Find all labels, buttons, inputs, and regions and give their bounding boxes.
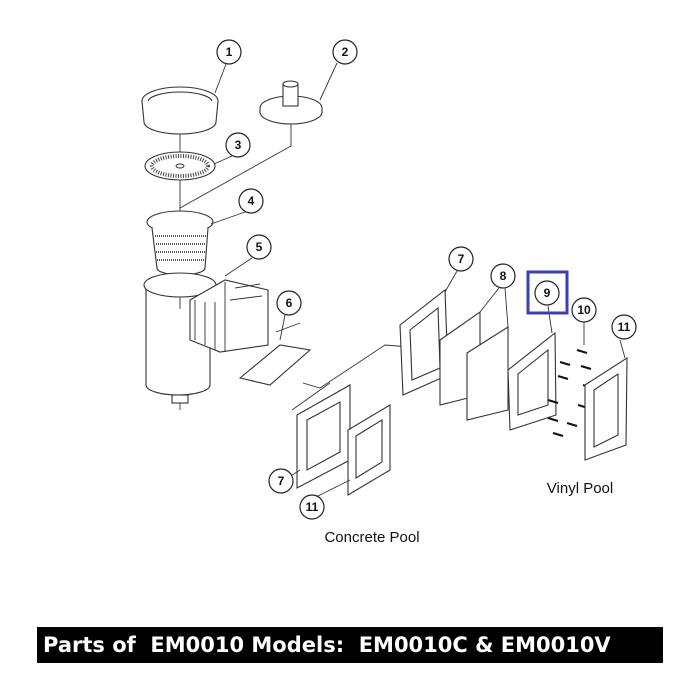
callout-7-concrete: 7 bbox=[268, 468, 294, 494]
callout-3: 3 bbox=[225, 132, 251, 158]
part-1-collar bbox=[141, 86, 219, 135]
part-8-gaskets bbox=[439, 310, 509, 421]
svg-text:11: 11 bbox=[306, 500, 319, 514]
callout-11-vinyl: 11 bbox=[611, 314, 637, 340]
callout-6: 6 bbox=[276, 290, 302, 316]
svg-text:8: 8 bbox=[500, 269, 507, 283]
svg-text:5: 5 bbox=[256, 240, 263, 254]
part-6-weir-door bbox=[238, 322, 312, 386]
vinyl-pool-label: Vinyl Pool bbox=[547, 480, 613, 497]
callout-11-concrete: 11 bbox=[299, 494, 325, 520]
vinyl-part-7-faceplate bbox=[399, 288, 449, 396]
callout-4: 4 bbox=[238, 188, 264, 214]
svg-text:7: 7 bbox=[458, 252, 465, 266]
part-9-mounting-plate bbox=[507, 331, 557, 431]
svg-text:2: 2 bbox=[342, 45, 349, 59]
svg-text:3: 3 bbox=[235, 138, 242, 152]
concrete-part-11-cover bbox=[347, 404, 391, 496]
caption-bar: Parts of EM0010 Models: EM0010C & EM0010… bbox=[37, 627, 663, 663]
highlight-box-part-9 bbox=[526, 270, 569, 315]
part-3-basket-lid bbox=[144, 151, 216, 181]
svg-text:9: 9 bbox=[544, 286, 551, 300]
svg-text:11: 11 bbox=[618, 320, 631, 334]
callout-9: 9 bbox=[534, 280, 560, 306]
callout-1: 1 bbox=[216, 39, 242, 65]
svg-text:6: 6 bbox=[286, 296, 293, 310]
callout-5: 5 bbox=[246, 234, 272, 260]
concrete-part-7-faceplate bbox=[296, 384, 351, 489]
svg-text:1: 1 bbox=[226, 45, 233, 59]
svg-text:7: 7 bbox=[278, 474, 285, 488]
callout-10: 10 bbox=[571, 297, 597, 323]
part-5-skimmer-body bbox=[143, 272, 269, 404]
vinyl-part-11-cover bbox=[584, 356, 628, 461]
callout-8: 8 bbox=[490, 263, 516, 289]
callout-7-vinyl: 7 bbox=[448, 246, 474, 272]
svg-text:10: 10 bbox=[577, 303, 591, 317]
concrete-pool-label: Concrete Pool bbox=[324, 529, 419, 546]
part-4-basket bbox=[146, 210, 214, 276]
svg-text:4: 4 bbox=[248, 194, 255, 208]
callout-2: 2 bbox=[332, 39, 358, 65]
part-2-lid bbox=[259, 80, 323, 125]
